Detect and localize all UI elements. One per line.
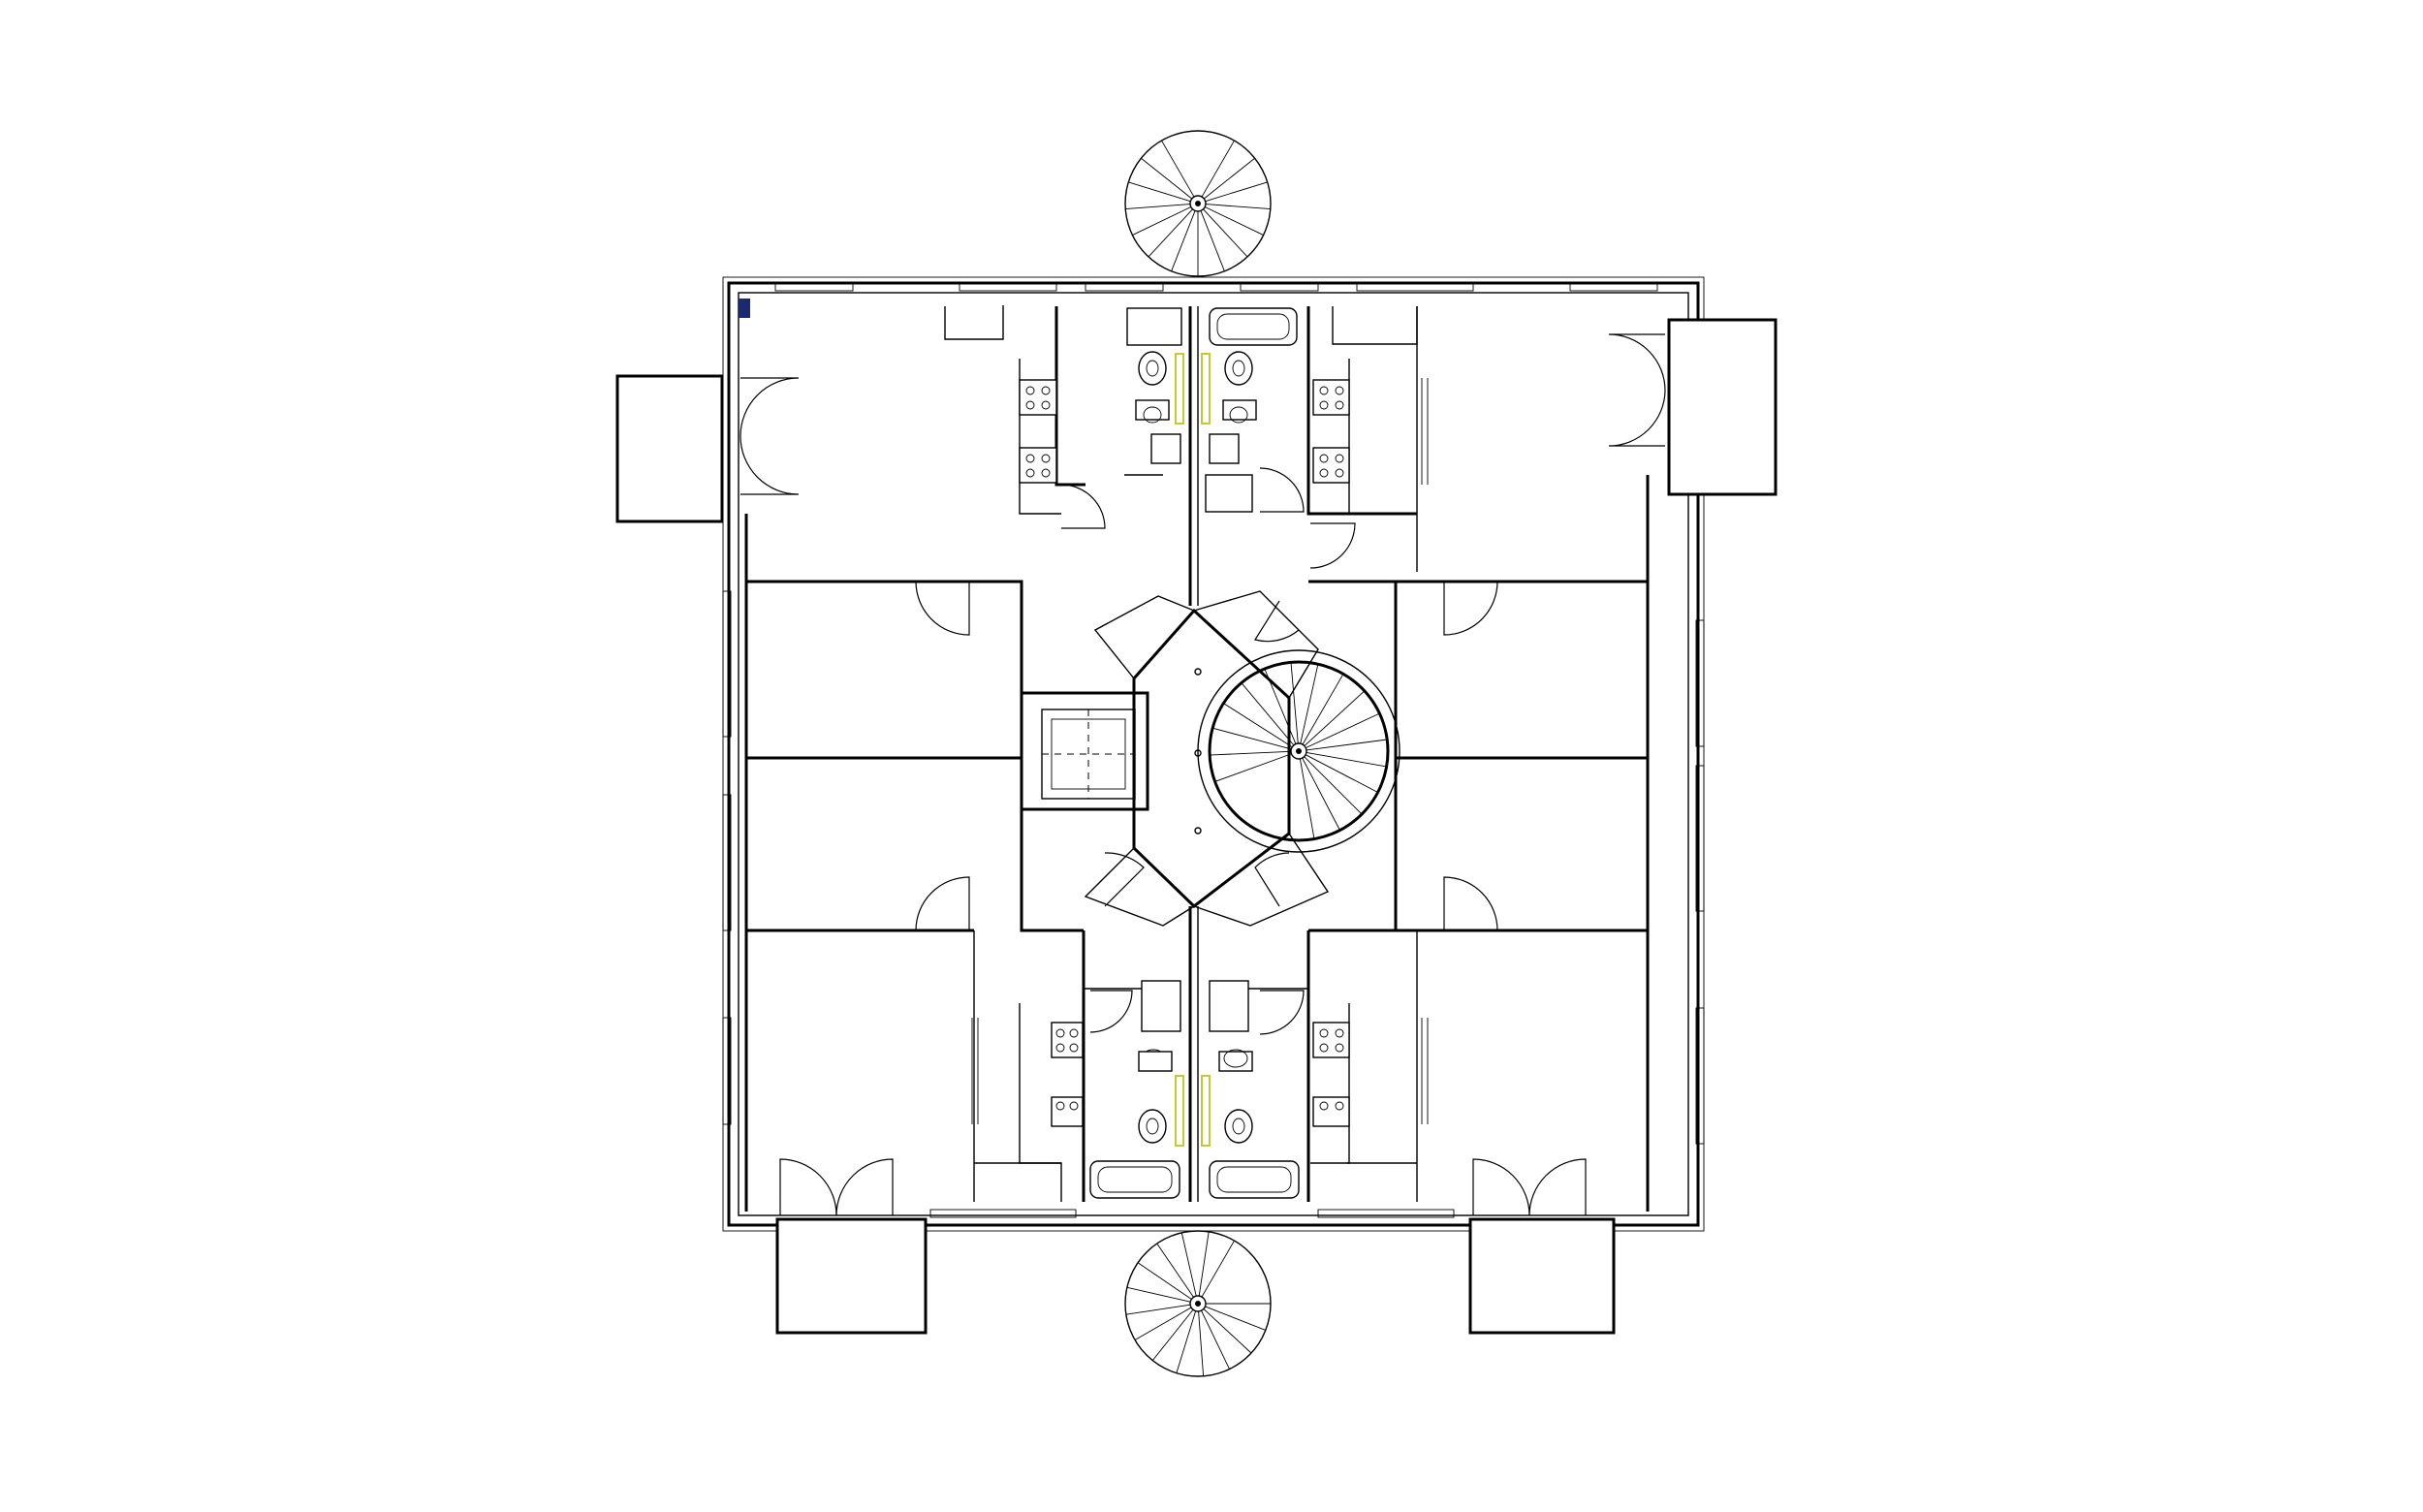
stair-center (1195, 1301, 1201, 1307)
stair-tread (1306, 712, 1380, 749)
stair-tread (1148, 208, 1193, 258)
stair-tread (1205, 204, 1271, 210)
bathroom-north-west (1126, 307, 1184, 464)
stair-tread (1200, 210, 1225, 271)
stair-tread (1214, 753, 1292, 782)
stair-newel (1290, 742, 1307, 760)
corner-column-marker (739, 299, 750, 318)
cabinet-lines (971, 378, 1429, 1124)
balcony-south-west (775, 1217, 928, 1335)
stair-tread (1198, 1231, 1210, 1297)
stair-newel (1189, 1295, 1207, 1312)
stair-tread (1201, 1310, 1230, 1370)
stair-tread (1304, 690, 1366, 746)
stair-newel (1189, 195, 1207, 212)
stair-tread (1176, 1310, 1197, 1373)
stair-tread (1305, 754, 1378, 793)
stair-center (1296, 748, 1302, 754)
stair-tread (1203, 208, 1248, 258)
stair-tread (1125, 204, 1191, 210)
stair-tread (1126, 1286, 1191, 1303)
stair-tread (1180, 1232, 1197, 1297)
stair-tread (1201, 1240, 1235, 1298)
spiral-stair-bottom (1124, 1230, 1272, 1377)
stair-tread (1141, 157, 1193, 200)
stair-tread (1137, 1262, 1192, 1300)
stair-tread (1210, 750, 1292, 756)
doors (739, 333, 1666, 1216)
bathroom-south-east (1201, 980, 1300, 1199)
stair-tread (1306, 739, 1388, 751)
stair-tread (1205, 1306, 1266, 1331)
stair-tread (1306, 751, 1387, 768)
balcony-south-east (1468, 1217, 1616, 1335)
stair-tread (1205, 206, 1264, 236)
stair-tread (1161, 140, 1195, 198)
stair-tread (1128, 181, 1191, 203)
stair-tread (1156, 1243, 1194, 1298)
stair-tread (1302, 757, 1340, 831)
stair-tread (1264, 668, 1297, 744)
stair-tread (1132, 206, 1191, 236)
stair-tread (1201, 140, 1235, 198)
stair-tread (1151, 1308, 1194, 1361)
central-spiral-staircase (1197, 649, 1400, 853)
kitchenette-south-east (1310, 1003, 1350, 1164)
stair-tread (1125, 1304, 1191, 1315)
stair-tread (1171, 210, 1196, 271)
stair-tread (1203, 157, 1255, 200)
stair-tread (1302, 674, 1344, 745)
stair-tread (1300, 664, 1319, 744)
stair-tread (1241, 682, 1295, 746)
bathroom-south-west (1089, 980, 1184, 1199)
kitchenette-north-west (1019, 359, 1061, 515)
stair-tread (1203, 1308, 1252, 1354)
stair-tread (1290, 662, 1299, 744)
bathroom-north-east (1201, 307, 1298, 513)
interior-walls (744, 305, 1650, 1212)
elevator (1020, 691, 1149, 811)
stair-center (1195, 201, 1201, 206)
stair-tread (1299, 758, 1315, 839)
stair-tread (1223, 703, 1293, 748)
core-lobby (1084, 590, 1330, 927)
kitchenette-south-west (1019, 1003, 1084, 1164)
spiral-stair-top (1124, 130, 1272, 277)
stair-tread (1205, 181, 1268, 203)
stair-tread (1134, 1307, 1192, 1340)
stair-tread (1304, 756, 1363, 815)
kitchenette-north-east (1310, 359, 1350, 515)
balconies (615, 318, 1778, 1335)
balcony-east (1667, 318, 1778, 496)
exterior-walls (722, 276, 1705, 1232)
balcony-west (615, 374, 724, 523)
stair-tread (1212, 727, 1292, 750)
stair-tread (1198, 1310, 1205, 1376)
